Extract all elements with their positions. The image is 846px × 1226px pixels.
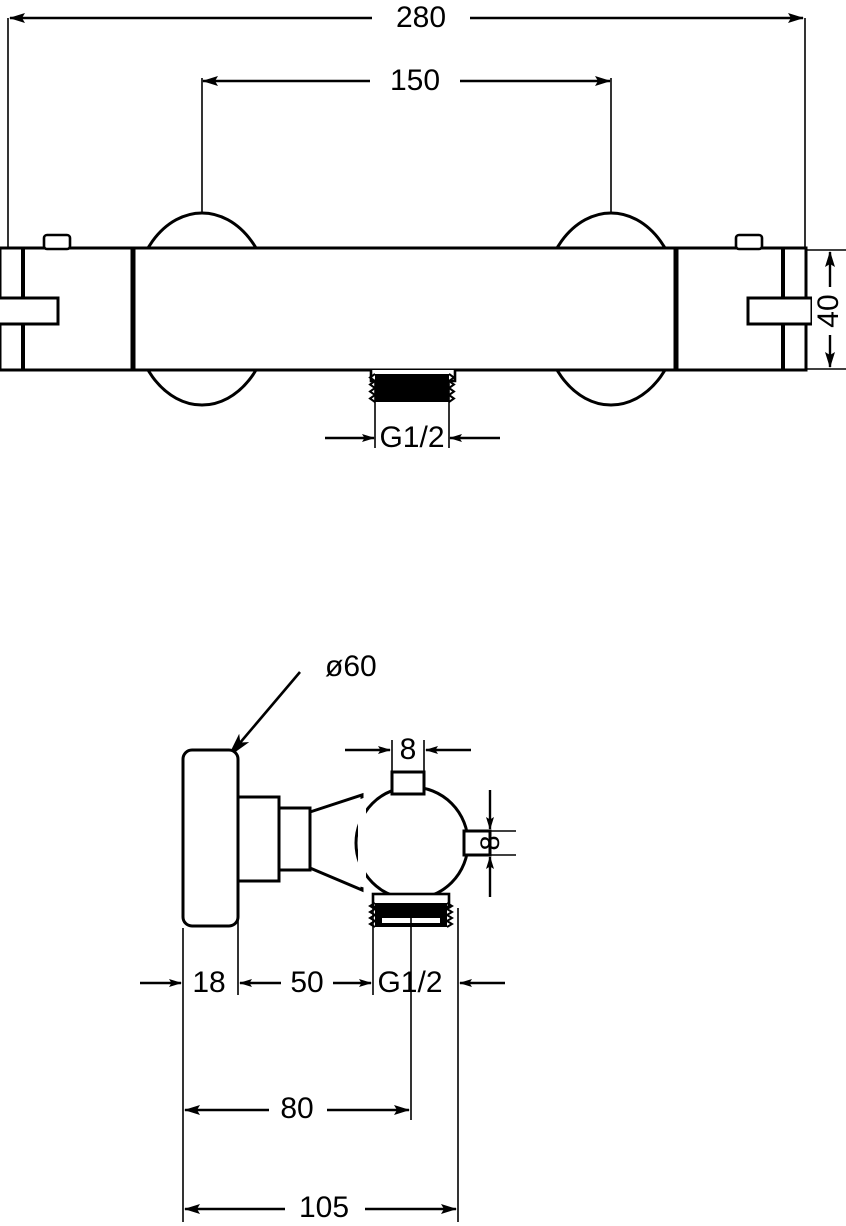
top-stub [390, 770, 426, 796]
extension-lines-stub-top [391, 740, 425, 788]
side-stub [462, 829, 492, 857]
mixer-body-bar [0, 246, 808, 372]
side-view-group: ø60 8 [140, 650, 516, 1225]
extension-lines-150 [201, 78, 612, 250]
extension-lines-stub-side [466, 830, 516, 856]
dim-label-flange-depth: 18 [192, 966, 225, 999]
dimension-150: 150 [202, 64, 611, 98]
dimension-depth-80: 80 [184, 1092, 410, 1126]
dimension-stub-side-8: 8 [475, 790, 505, 897]
left-handle [0, 248, 60, 370]
dim-label-flange-diameter: ø60 [325, 650, 377, 683]
extension-lines-40 [806, 249, 846, 370]
thread-serration-side-right [445, 902, 454, 928]
tapered-neck [308, 792, 364, 893]
dim-label-depth-105: 105 [299, 1191, 349, 1224]
left-handle-lever [0, 296, 60, 326]
dim-label-inlet-centers: 150 [390, 64, 440, 97]
dim-label-depth-80: 80 [280, 1092, 313, 1125]
dimension-offset-50: 50 [239, 966, 372, 999]
dimension-stub-top-8: 8 [345, 733, 471, 766]
dim-label-body-offset: 50 [290, 966, 323, 999]
collar-step-2 [277, 806, 312, 872]
front-view-group: 280 150 [0, 1, 846, 454]
extension-lines-280 [7, 18, 806, 248]
dimension-diameter-60: ø60 [227, 650, 377, 758]
dim-label-thread-side: G1/2 [377, 966, 442, 999]
dim-label-body-height: 40 [812, 294, 845, 327]
dimension-flange-18: 18 [140, 966, 226, 999]
neck-body-blend [358, 797, 366, 888]
thread-serration-side-left [368, 902, 377, 928]
right-handle-lever [746, 296, 814, 326]
dim-label-overall-width: 280 [396, 1, 446, 34]
extension-lines-side-chain [182, 884, 459, 1222]
dim-label-stub-side: 8 [475, 835, 505, 850]
wall-flange [181, 748, 240, 928]
dimension-40: 40 [812, 251, 846, 368]
dim-label-stub-top: 8 [400, 733, 417, 766]
dim-label-thread-top: G1/2 [379, 421, 444, 454]
right-top-tab [734, 233, 764, 251]
dimension-thread-side: G1/2 [377, 966, 505, 999]
dimension-280: 280 [9, 1, 804, 35]
flange-collar [236, 795, 281, 883]
left-top-tab [42, 233, 72, 251]
outlet-thread-block-top [368, 373, 456, 403]
dimension-thread-top: G1/2 [325, 421, 500, 454]
thread-body [375, 374, 449, 402]
valve-body-circle [354, 785, 470, 901]
dimension-depth-105: 105 [184, 1191, 457, 1225]
